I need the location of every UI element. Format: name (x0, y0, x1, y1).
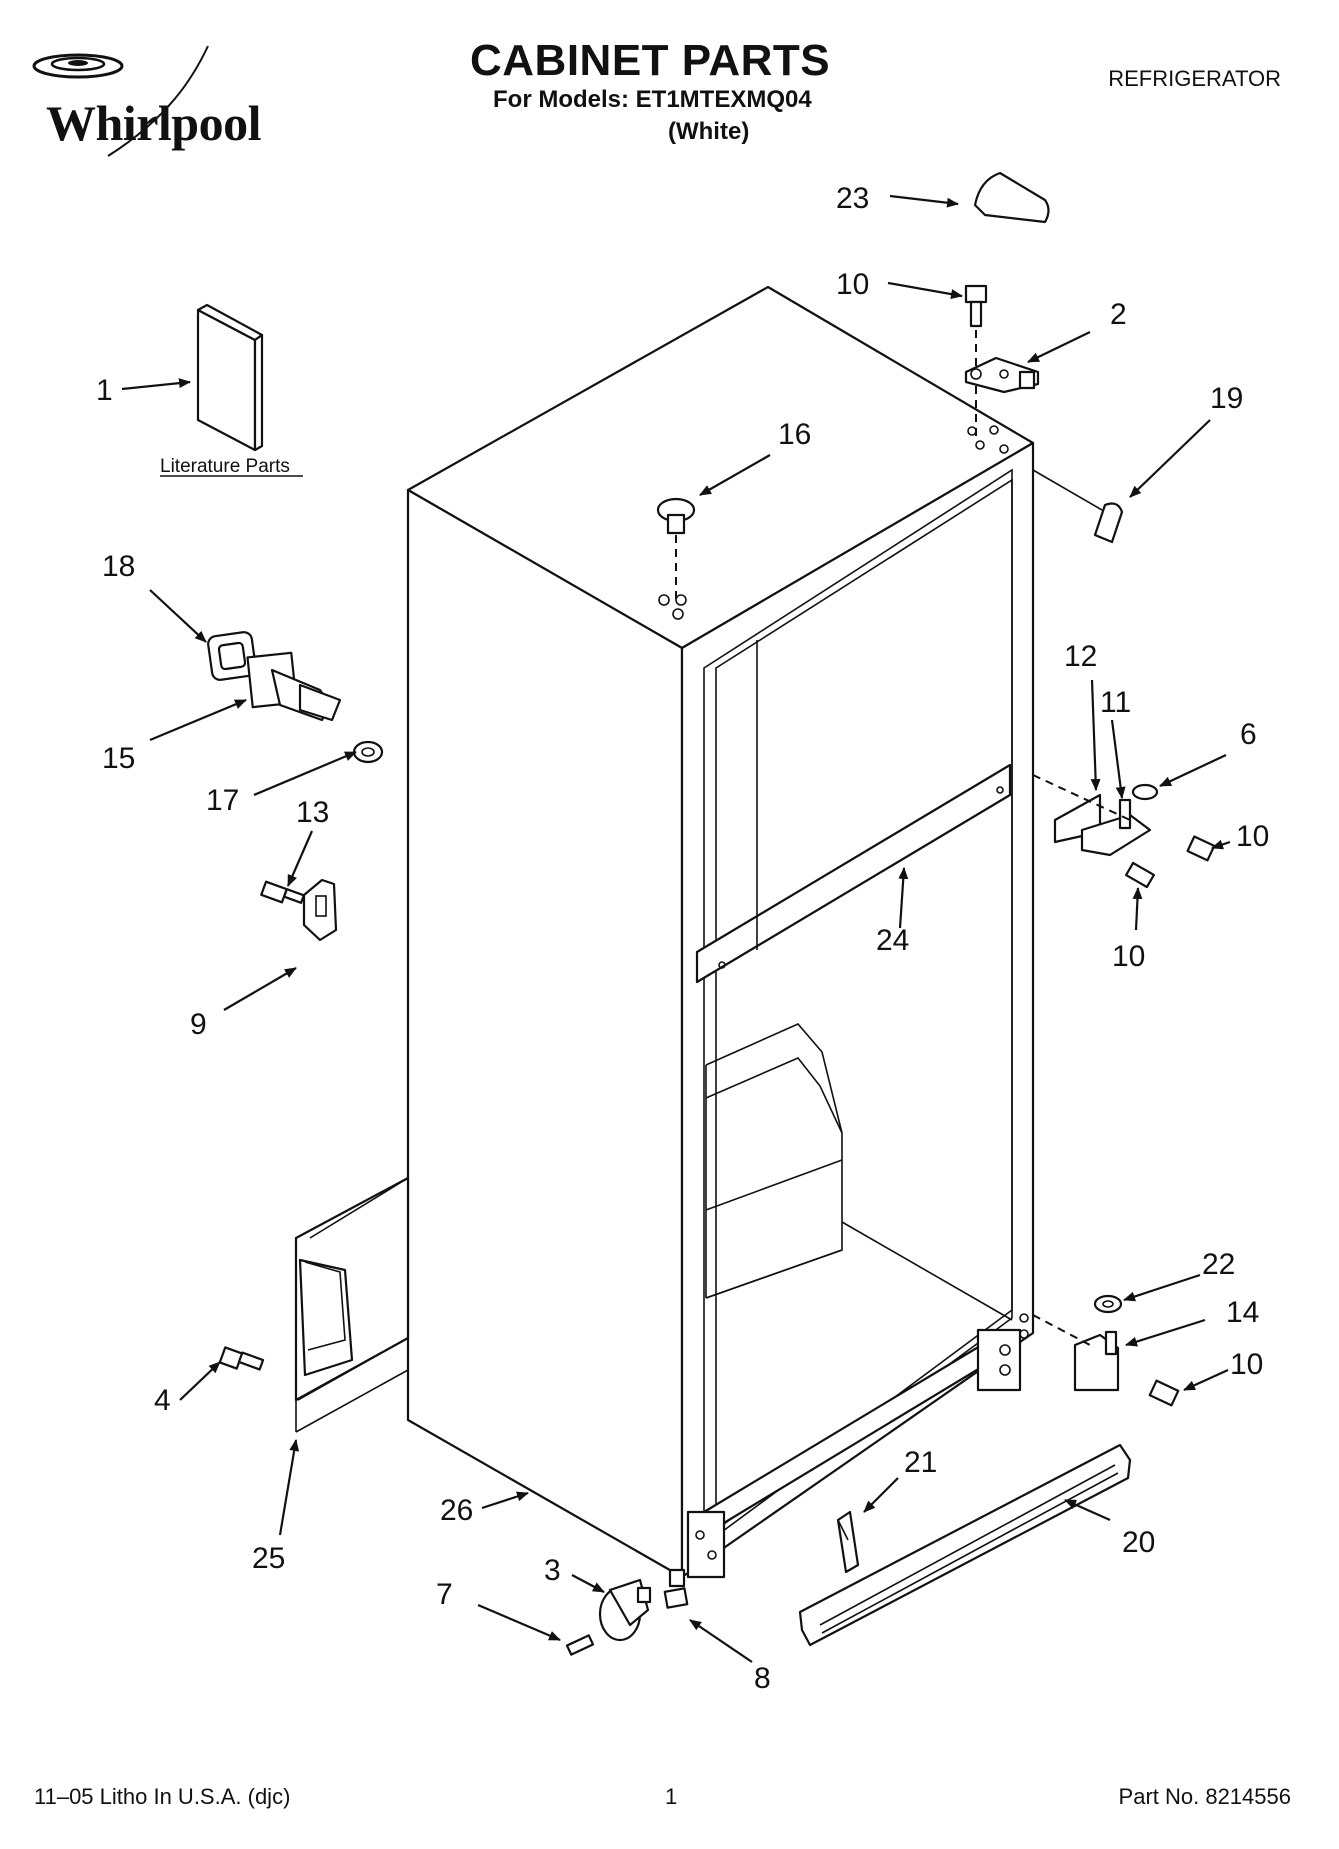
part-7-pin (565, 1634, 595, 1656)
callout-23: 23 (836, 182, 869, 215)
cabinet-body (406, 285, 1035, 1579)
part-16-plug (656, 497, 696, 600)
callout-6: 6 (1240, 718, 1257, 751)
part-12-11-center-hinge (1032, 774, 1216, 889)
callout-10-right: 10 (1236, 820, 1269, 853)
callout-21: 21 (904, 1446, 937, 1479)
callout-26: 26 (440, 1494, 473, 1527)
part-14-bottom-hinge (1032, 1314, 1180, 1407)
part-13-9-bracket (260, 878, 338, 942)
footer-print-info: 11–05 Litho In U.S.A. (djc) (34, 1784, 291, 1809)
footer-page-number: 1 (665, 1784, 678, 1809)
part-3-roller (598, 1578, 652, 1642)
callout-25: 25 (252, 1542, 285, 1575)
part-21-clip (836, 1510, 860, 1574)
part-4-screw (218, 1346, 265, 1371)
brand-wordmark: Whirlpool (46, 95, 261, 151)
whirlpool-logo: Whirlpool (18, 38, 268, 158)
leader-lines (121, 194, 1231, 1663)
callout-13: 13 (296, 796, 329, 829)
page-title: CABINET PARTS (470, 36, 831, 85)
part-literature (196, 303, 264, 452)
callout-18: 18 (102, 550, 135, 583)
callout-19: 19 (1210, 382, 1243, 415)
callout-9: 9 (190, 1008, 207, 1041)
callout-11: 11 (1100, 686, 1131, 719)
callout-3: 3 (544, 1554, 561, 1587)
footer-part-number: Part No. 8214556 (1118, 1784, 1291, 1809)
callout-16: 16 (778, 418, 811, 451)
callout-17: 17 (206, 784, 239, 817)
part-25-shield (294, 1176, 410, 1433)
model-line: For Models: ET1MTEXMQ04 (493, 86, 812, 113)
part-22-washer (1093, 1294, 1123, 1314)
callout-20: 20 (1122, 1526, 1155, 1559)
callout-24: 24 (876, 924, 909, 957)
callout-15: 15 (102, 742, 135, 775)
callout-1: 1 (96, 374, 113, 407)
part-19-cover (1032, 469, 1124, 544)
callout-2: 2 (1110, 298, 1127, 331)
callout-12: 12 (1064, 640, 1097, 673)
logo-swirl-icon (32, 45, 209, 157)
callout-7: 7 (436, 1578, 453, 1611)
part-17-washer (352, 740, 384, 764)
part-8-screw (663, 1568, 689, 1609)
color-variant: (White) (668, 118, 750, 145)
part-18-gasket (207, 631, 257, 681)
callout-4: 4 (154, 1384, 171, 1417)
part-15-leveling-leg (246, 651, 342, 722)
product-category: REFRIGERATOR (1108, 66, 1281, 91)
callout-10-mid: 10 (1112, 940, 1145, 973)
part-2-top-hinge (964, 356, 1040, 394)
part-23-cap (973, 171, 1050, 224)
callout-10-top: 10 (836, 268, 869, 301)
callout-14: 14 (1226, 1296, 1259, 1329)
callout-22: 22 (1202, 1248, 1235, 1281)
literature-parts-label: Literature Parts (160, 456, 290, 477)
callout-10-bottom: 10 (1230, 1348, 1263, 1381)
part-10-screw-top (964, 284, 988, 440)
callout-8: 8 (754, 1662, 771, 1695)
